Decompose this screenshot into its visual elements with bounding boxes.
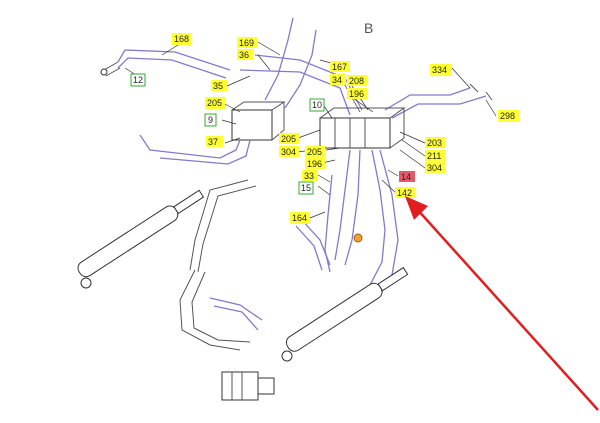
callout-205-right: 205 (305, 146, 325, 157)
callout-203-label: 203 (427, 138, 442, 148)
callout-205-mid-label: 205 (281, 134, 296, 144)
callout-34-label: 34 (332, 75, 342, 85)
callout-14: 14 (399, 171, 415, 182)
callout-168-label: 168 (174, 34, 189, 44)
hose-drawing (77, 17, 493, 401)
callout-205-left-label: 205 (207, 98, 222, 108)
callout-304-right-label: 304 (427, 163, 442, 173)
callout-211-label: 211 (427, 151, 441, 161)
callout-34: 34 (330, 74, 346, 85)
callout-203: 203 (425, 137, 445, 148)
callout-37-label: 37 (208, 137, 218, 147)
callout-298-label: 298 (500, 111, 515, 121)
callout-35-label: 35 (213, 81, 223, 91)
callout-12-label: 12 (133, 75, 143, 85)
view-letter: B (364, 20, 373, 36)
callout-167-label: 167 (332, 62, 347, 72)
callout-196-mid: 196 (305, 158, 325, 169)
callout-12: 12 (130, 73, 146, 87)
callout-205-left: 205 (205, 97, 225, 109)
callout-164-label: 164 (292, 213, 307, 223)
callout-10: 10 (309, 98, 325, 112)
callout-142-label: 142 (397, 188, 412, 198)
callout-33-label: 33 (304, 171, 314, 181)
callout-14-label: 14 (401, 172, 411, 182)
callout-208-label: 208 (349, 76, 364, 86)
callout-169-label: 169 (239, 38, 254, 48)
callout-304-left-label: 304 (281, 147, 296, 157)
callout-298: 298 (498, 110, 519, 122)
callout-33: 33 (302, 170, 318, 181)
callout-10-label: 10 (312, 100, 322, 110)
callout-334-label: 334 (432, 65, 447, 75)
callout-9-label: 9 (208, 115, 213, 125)
callout-9: 9 (204, 113, 217, 127)
red-arrow-icon (405, 196, 599, 411)
callout-205-right-label: 205 (307, 147, 322, 157)
callout-304-right: 304 (425, 162, 445, 173)
callout-205-mid: 205 (279, 133, 299, 144)
callout-167: 167 (330, 61, 350, 72)
callout-196-top-label: 196 (349, 89, 364, 99)
callout-142: 142 (395, 187, 415, 198)
callout-304-left: 304 (279, 146, 299, 157)
callout-208: 208 (347, 75, 367, 86)
callout-164: 164 (290, 212, 310, 224)
callout-334: 334 (430, 64, 451, 76)
callout-36: 36 (237, 49, 253, 60)
callout-168: 168 (172, 33, 191, 45)
callout-15-label: 15 (301, 183, 311, 193)
callout-196-mid-label: 196 (307, 159, 322, 169)
callout-211: 211 (425, 150, 445, 161)
callout-196-top: 196 (347, 88, 367, 99)
callout-37: 37 (206, 136, 223, 147)
callout-35: 35 (211, 80, 227, 91)
callout-36-label: 36 (239, 50, 249, 60)
callout-15: 15 (298, 181, 314, 195)
callout-169: 169 (237, 37, 257, 48)
